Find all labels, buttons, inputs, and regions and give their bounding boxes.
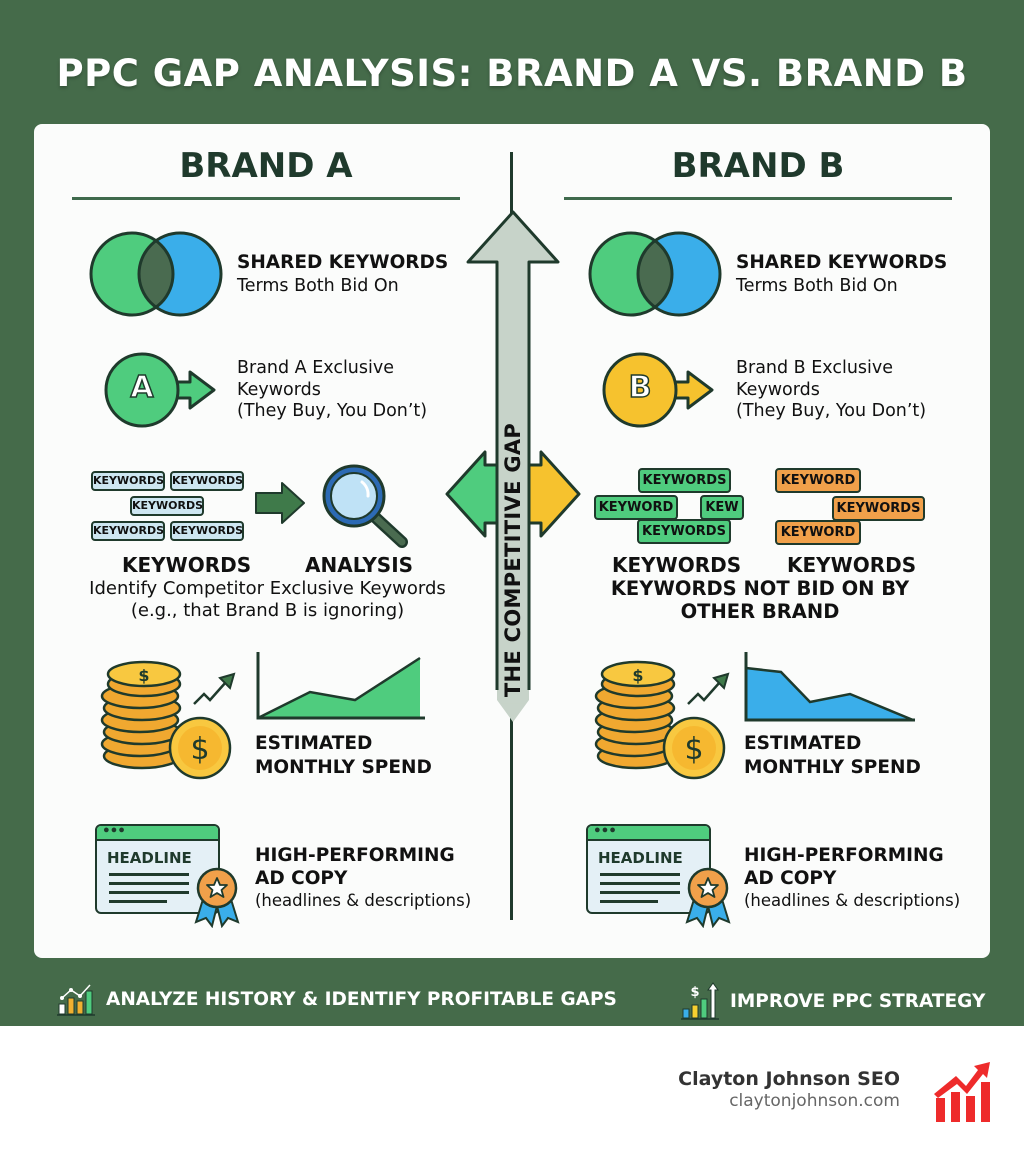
keyword-chip: KEYWORDS bbox=[130, 496, 204, 516]
keyword-chip: KEW bbox=[700, 495, 744, 520]
analysis-label: ANALYSIS bbox=[305, 553, 414, 577]
footer-item-improve: $ IMPROVE PPC STRATEGY bbox=[680, 981, 985, 1021]
brand-b-exclusive-line2: Keywords bbox=[736, 380, 820, 400]
magnifying-glass-icon bbox=[322, 464, 408, 548]
svg-text:$: $ bbox=[190, 732, 209, 767]
brand-a-exclusive-line3: (They Buy, You Don’t) bbox=[237, 401, 428, 421]
brand-a-adcopy-line2: AD COPY bbox=[255, 868, 348, 889]
brand-a-shared-title: SHARED KEYWORDS bbox=[237, 252, 449, 273]
not-bid-line2: OTHER BRAND bbox=[680, 600, 840, 623]
arrow-right-icon bbox=[255, 482, 305, 524]
identify-line2: (e.g., that Brand B is ignoring) bbox=[130, 600, 405, 621]
brand-b-exclusive-line3: (They Buy, You Don’t) bbox=[736, 401, 927, 421]
brand-b-exclusive-line1: Brand B Exclusive bbox=[736, 358, 894, 378]
keyword-chip: KEYWORDS bbox=[170, 521, 244, 541]
brand-a-exclusive-icon bbox=[104, 352, 216, 428]
headline-label: HEADLINE bbox=[107, 849, 192, 867]
page-title: PPC GAP ANALYSIS: BRAND A VS. BRAND B bbox=[56, 52, 968, 95]
coin-stack-icon: $ $ bbox=[594, 660, 730, 780]
keyword-chip: KEYWORD bbox=[775, 520, 861, 545]
brand-b-badge: B bbox=[628, 369, 652, 406]
keyword-chip: KEYWORDS bbox=[91, 521, 165, 541]
headline-label: HEADLINE bbox=[598, 849, 683, 867]
keyword-chip: KEYWORDS bbox=[91, 471, 165, 491]
svg-text:$: $ bbox=[138, 666, 149, 685]
footer-analyze-label: ANALYZE HISTORY & IDENTIFY PROFITABLE GA… bbox=[106, 988, 617, 1010]
svg-text:$: $ bbox=[684, 732, 703, 767]
award-ribbon-icon bbox=[685, 867, 731, 928]
brand-b-shared-subtitle: Terms Both Bid On bbox=[736, 276, 898, 296]
brand-name: Clayton Johnson SEO bbox=[678, 1068, 900, 1090]
keyword-chip: KEYWORDS bbox=[638, 468, 731, 493]
svg-text:$: $ bbox=[690, 985, 699, 1000]
brand-a-shared-subtitle: Terms Both Bid On bbox=[237, 276, 399, 296]
brand-a-exclusive-line2: Keywords bbox=[237, 380, 321, 400]
brand-b-shared-title: SHARED KEYWORDS bbox=[736, 252, 948, 273]
brand-b-spend-line1: ESTIMATED bbox=[744, 733, 862, 754]
brand-a-exclusive-line1: Brand A Exclusive bbox=[237, 358, 395, 378]
brand-b-adcopy-line3: (headlines & descriptions) bbox=[744, 891, 961, 910]
brand-b-adcopy-line1: HIGH-PERFORMING bbox=[744, 845, 944, 866]
brand-a-heading: BRAND A bbox=[179, 146, 353, 186]
spend-trend-down-chart bbox=[744, 652, 915, 722]
footer-improve-label: IMPROVE PPC STRATEGY bbox=[730, 990, 986, 1012]
keyword-chip: KEYWORD bbox=[594, 495, 678, 520]
svg-text:$: $ bbox=[632, 666, 643, 685]
brand-a-spend-line1: ESTIMATED bbox=[255, 733, 373, 754]
not-bid-line1: KEYWORDS NOT BID ON BY bbox=[610, 577, 910, 600]
brand-b-keywords-label-left: KEYWORDS bbox=[612, 553, 742, 577]
venn-diagram-icon bbox=[588, 231, 722, 317]
ad-preview-icon: ●●● HEADLINE bbox=[586, 824, 711, 914]
keyword-chip: KEYWORDS bbox=[832, 496, 925, 521]
keyword-chip: KEYWORDS bbox=[170, 471, 244, 491]
brand-b-adcopy-line2: AD COPY bbox=[744, 868, 837, 889]
spend-trend-up-chart bbox=[256, 652, 425, 720]
brand-b-heading: BRAND B bbox=[671, 146, 845, 186]
keyword-chip: KEYWORDS bbox=[637, 519, 731, 544]
venn-diagram-icon bbox=[89, 231, 223, 317]
bar-chart-trend-icon bbox=[57, 984, 95, 1016]
identify-line1: Identify Competitor Exclusive Keywords bbox=[89, 578, 446, 599]
brand-logo-icon bbox=[934, 1062, 990, 1122]
award-ribbon-icon bbox=[194, 867, 240, 928]
brand-b-exclusive-icon bbox=[602, 352, 714, 428]
dollar-growth-icon: $ bbox=[681, 982, 719, 1020]
keyword-chip: KEYWORD bbox=[775, 468, 861, 493]
coin-stack-icon: $ $ bbox=[100, 660, 236, 780]
brand-a-adcopy-line1: HIGH-PERFORMING bbox=[255, 845, 455, 866]
brand-a-spend-line2: MONTHLY SPEND bbox=[255, 757, 432, 778]
brand-a-adcopy-line3: (headlines & descriptions) bbox=[255, 891, 472, 910]
brand-b-divider bbox=[564, 197, 952, 200]
brand-a-divider bbox=[72, 197, 460, 200]
keywords-label: KEYWORDS bbox=[122, 553, 252, 577]
competitive-gap-label: THE COMPETITIVE GAP bbox=[501, 416, 525, 704]
footer-item-analyze: ANALYZE HISTORY & IDENTIFY PROFITABLE GA… bbox=[56, 981, 617, 1017]
brand-b-spend-line2: MONTHLY SPEND bbox=[744, 757, 921, 778]
brand-a-badge: A bbox=[130, 369, 155, 406]
brand-b-keywords-label-right: KEYWORDS bbox=[787, 553, 917, 577]
brand-url[interactable]: claytonjohnson.com bbox=[729, 1091, 900, 1111]
